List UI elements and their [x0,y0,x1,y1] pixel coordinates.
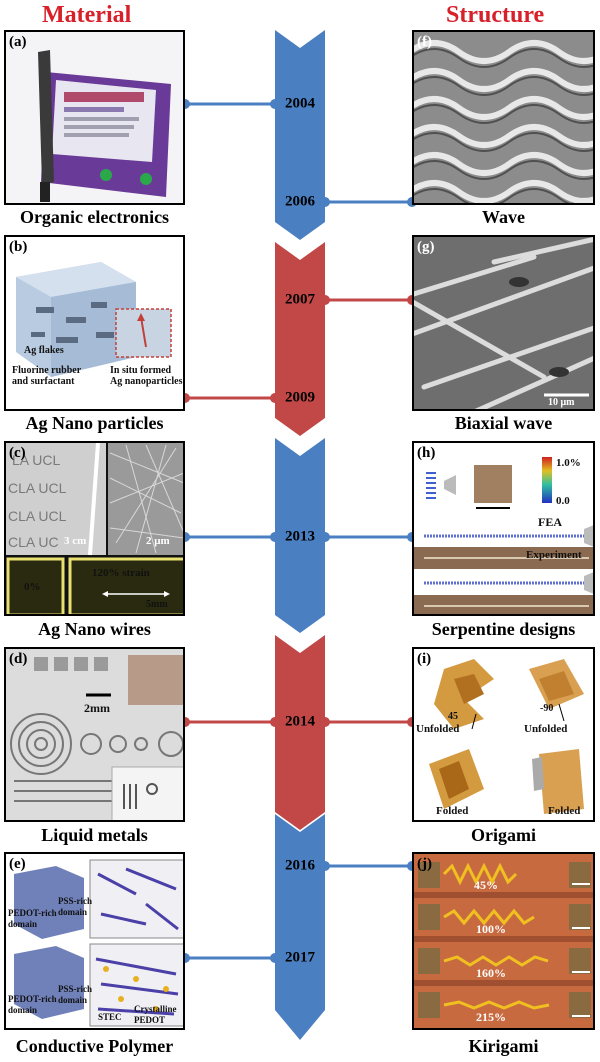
timeline-segment-blue-3 [275,814,325,1040]
structure-header: Structure [446,2,545,28]
fea-label: FEA [538,515,562,529]
caption-conductive-polymer: Conductive Polymer [15,1036,174,1056]
panel-c: LA UCL CLA UCL CLA UCL CLA UC (c) 3 cm 2… [4,441,185,616]
wave-image [414,32,593,203]
origami-image [414,649,593,820]
angle-45: 45 [448,711,458,722]
panel-label: (b) [9,239,28,255]
unfolded-label-2: Unfolded [524,723,568,735]
biaxial-wave-image [414,237,593,409]
caption-biaxial-wave: Biaxial wave [454,413,553,433]
serpentine-image [414,443,593,614]
timeline-segment-blue-1 [275,30,325,240]
experiment-label: Experiment [526,549,582,561]
year-label: 2014 [285,713,315,730]
year-label: 2007 [285,291,315,308]
caption-origami: Origami [471,825,536,845]
strain-100: 100% [476,922,506,936]
caption-liquid-metals: Liquid metals [41,825,148,845]
panel-label: (d) [9,651,28,667]
svg-text:CLA UCL: CLA UCL [8,508,67,524]
year-label: 2016 [285,857,315,874]
conductive-polymer-image [6,854,183,1028]
crystalline-pedot-annotation: Crystalline PEDOT [134,1004,177,1025]
scale-2mm: 2mm [84,701,110,715]
caption-serpentine-designs: Serpentine designs [431,619,576,639]
panel-label: (a) [9,34,27,50]
panel-label: (c) [9,445,26,461]
caption-organic-electronics: Organic electronics [19,207,170,227]
panel-label: (g) [417,239,435,255]
panel-label: (f) [417,34,432,50]
panel-f: (f) [412,30,595,205]
kirigami-image [414,854,593,1028]
strain-label: 120% strain [92,567,150,579]
year-label: 2017 [285,949,315,966]
angle-minus-90: -90 [540,703,554,714]
year-label: 2004 [285,95,315,112]
pss-rich-annotation: PSS-rich domain [58,896,93,917]
pss-rich-annotation-2: PSS-rich domain [58,984,93,1005]
panel-a: (a) [4,30,185,205]
ag-flakes-annotation: Ag flakes [24,345,64,356]
panel-label: (i) [417,651,432,667]
svg-text:CLA UC: CLA UC [8,534,59,550]
panel-j: (j) 45% 100% 160% 215% [412,852,595,1030]
panel-label: (j) [417,856,432,872]
material-header: Material [42,2,132,28]
stec-annotation: STEC [98,1012,122,1022]
caption-kirigami: Kirigami [468,1036,539,1056]
panel-i: (i) 45 -90 Unfolded Unfolded Folded Fold… [412,647,595,822]
panel-label: (h) [417,445,436,461]
year-label: 2013 [285,528,315,545]
in-situ-annotation: In situ formed Ag nanoparticles [110,365,183,387]
colorbar-max: 1.0% [556,457,581,469]
organic-device-image [6,32,183,203]
panel-b: (b) Ag flakes Fluorine rubber and surfac… [4,235,185,411]
scale-5mm: 5mm [146,599,168,610]
strain-45: 45% [474,878,498,892]
pedot-rich-annotation-2: PEDOT-rich domain [8,994,57,1015]
pedot-rich-annotation: PEDOT-rich domain [8,908,57,929]
svg-text:CLA UCL: CLA UCL [8,480,67,496]
ag-particles-image [6,237,183,409]
scale-2um: 2 μm [146,535,170,547]
liquid-metal-image [6,649,183,820]
panel-e: (e) PEDOT-rich domain PSS-rich domain PE… [4,852,185,1030]
fluorine-rubber-annotation: Fluorine rubber and surfactant [12,365,82,387]
caption-wave: Wave [482,207,525,227]
unfolded-label-1: Unfolded [416,723,460,735]
caption-ag-nano-wires: Ag Nano wires [38,619,151,639]
scale-10um: 10 μm [548,397,575,408]
scale-3cm: 3 cm [64,535,87,547]
timeline-segment-red-1 [275,242,325,436]
panel-label: (e) [9,856,26,872]
year-label: 2006 [285,193,315,210]
colorbar-min: 0.0 [556,495,570,507]
folded-label-1: Folded [436,805,469,817]
strain-160: 160% [476,966,506,980]
folded-label-2: Folded [548,805,581,817]
zero-strain-label: 0% [24,581,41,593]
panel-h: (h) 1.0% 0.0 FEA Experiment [412,441,595,616]
strain-215: 215% [476,1010,506,1024]
ag-nanowires-image: LA UCL CLA UCL CLA UCL CLA UC [6,443,183,614]
year-label: 2009 [285,389,315,406]
panel-d: (d) 2mm [4,647,185,822]
timeline-segment-red-2 [275,635,325,830]
panel-g: (g) 10 μm [412,235,595,411]
caption-ag-nano-particles: Ag Nano particles [25,413,164,433]
connectors [185,102,412,960]
svg-text:LA UCL: LA UCL [12,452,60,468]
